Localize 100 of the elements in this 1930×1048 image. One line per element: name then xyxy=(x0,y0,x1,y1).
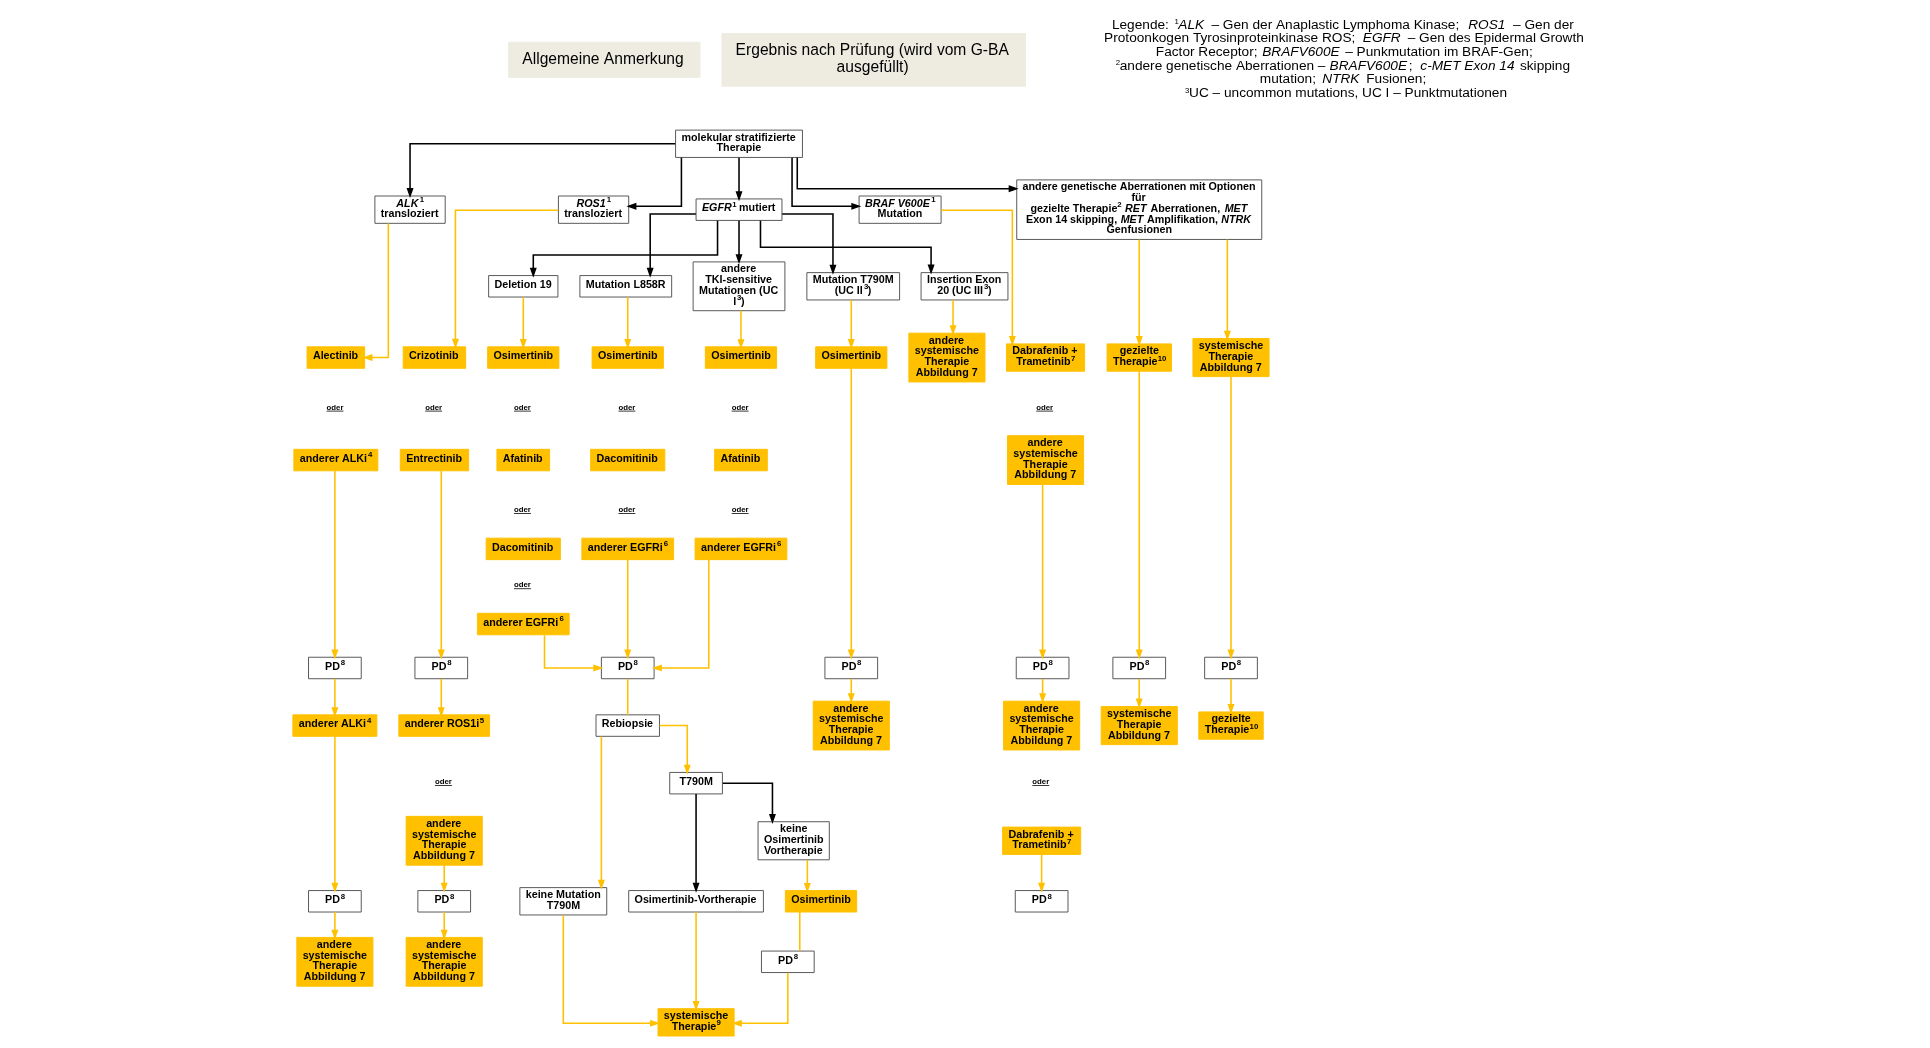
label: oder xyxy=(434,777,452,787)
node-box: andere systemische Therapie Abbildung 7 xyxy=(405,936,483,987)
node-box: systemische Therapie Abbildung 7 xyxy=(1100,706,1178,746)
node-box: systemische Therapie$^{9}$ xyxy=(657,1008,735,1037)
arrow xyxy=(406,143,676,199)
node-box: ALK$^{1}$ transloziert xyxy=(374,195,446,224)
node-box: gezielte Therapie$^{10}$ xyxy=(1106,343,1172,372)
node-box: anderer ALKi$^{4}$ xyxy=(293,448,379,472)
node-box: Deletion 19 xyxy=(488,275,559,298)
node-box: Dabrafenib + Trametinib$^{7}$ xyxy=(1006,343,1086,372)
arrow xyxy=(626,156,683,210)
node-box: PD$^{8}$ xyxy=(824,656,879,680)
arrow xyxy=(1039,483,1047,660)
node-box: gezielte Therapie$^{10}$ xyxy=(1198,711,1264,740)
node-box: anderer ALKi$^{4}$ xyxy=(292,714,378,737)
arrow xyxy=(562,914,661,1027)
arrow xyxy=(1227,678,1235,714)
arrow xyxy=(651,559,710,672)
arrow xyxy=(731,972,789,1027)
arrow xyxy=(437,470,445,660)
arrow xyxy=(624,296,632,349)
arrow xyxy=(331,735,339,893)
label: oder xyxy=(425,402,443,412)
arrow xyxy=(646,213,697,278)
node-box: PD$^{8}$ xyxy=(600,656,655,680)
node-box: Osimertinib xyxy=(815,346,888,369)
node-box: Osimertinib xyxy=(784,890,858,913)
node-box: PD$^{8}$ xyxy=(308,890,362,913)
arrow xyxy=(1227,376,1235,660)
label: oder xyxy=(514,402,531,412)
label: oder xyxy=(731,402,749,412)
node-box: PD$^{8}$ xyxy=(417,890,472,913)
node-box: PD$^{8}$ xyxy=(1015,656,1070,680)
arrow xyxy=(331,678,339,718)
label: Legende: $^{1}$ALK – Gen der Anaplastic Lymphoma Kinase; ROS1 – Gen der Protoonkogen Tyrosinproteinkinase ROS; EGFR – Gen des Epidermal Growth Factor Receptor; BRAFV600E – Punkmutation im BRAF-Gen; $^{2}$andere genetische Aberrationen – BRAFV600E; c-MET Exon 14 skipping mutation; NTRK Fusionen; $^{3}$UC – uncommon mutations, UC I – Punktmutationen xyxy=(1104,16,1584,101)
node-box: andere systemische Therapie Abbildung 7 xyxy=(908,332,986,383)
node-box: Dacomitinib xyxy=(590,448,666,472)
arrow xyxy=(940,209,1016,347)
connector xyxy=(799,911,801,952)
arrow xyxy=(543,634,604,672)
node-box: Entrectinib xyxy=(399,448,470,472)
node-box: PD$^{8}$ xyxy=(1112,656,1167,680)
arrow xyxy=(519,296,527,349)
node-box: andere systemische Therapie Abbildung 7 xyxy=(1006,435,1085,485)
label: Allgemeine Anmerkung xyxy=(522,49,684,67)
label: oder xyxy=(731,505,749,515)
arrow xyxy=(1135,238,1143,347)
arrow xyxy=(1135,370,1143,660)
node-box: anderer EGFRi$^{6}$ xyxy=(694,537,788,561)
node-box: PD$^{8}$ xyxy=(761,950,815,974)
node-box: andere systemische Therapie Abbildung 7 xyxy=(405,815,483,866)
arrow xyxy=(440,864,448,893)
label: oder xyxy=(514,505,531,515)
arrow xyxy=(735,157,743,202)
node-box: andere genetische Aberrationen mit Optionen für gezielte Therapie$^{2}$ RET Aberrationen, MET Exon 14 skipping, MET Amplifikation, NTRK Genfusionen xyxy=(1016,179,1263,240)
arrow xyxy=(331,470,339,660)
node-box: Osimertinib-Vortherapie xyxy=(628,890,764,913)
label: oder xyxy=(1036,402,1054,412)
label: oder xyxy=(618,505,636,515)
node-box: Mutation L858R xyxy=(579,275,673,298)
arrow xyxy=(529,219,719,278)
arrow xyxy=(735,219,743,265)
label: oder xyxy=(326,402,344,412)
node-box: Insertion Exon 20 (UC III$^{3}$) xyxy=(920,272,1009,301)
node-box: Afatinib xyxy=(714,448,768,472)
arrow xyxy=(737,310,745,350)
node-box: PD$^{8}$ xyxy=(1014,890,1069,913)
node-box: Osimertinib xyxy=(704,346,778,369)
node-box: molekular stratifizierte Therapie xyxy=(675,129,803,158)
arrow xyxy=(1223,238,1231,341)
node-box: keine Osimertinib Vortherapie xyxy=(757,821,830,861)
node-box: Osimertinib xyxy=(487,346,560,369)
arrow xyxy=(437,678,445,718)
node-box: keine Mutation T790M xyxy=(519,887,608,916)
node-box: Dacomitinib xyxy=(485,537,561,561)
arrow xyxy=(1038,853,1046,893)
node-box: Crizotinib xyxy=(402,346,467,369)
arrow xyxy=(331,911,339,940)
arrow xyxy=(597,735,605,890)
node-box: anderer ROS1i$^{5}$ xyxy=(398,714,491,737)
node-box: anderer EGFRi$^{6}$ xyxy=(476,612,570,636)
arrow xyxy=(796,156,1019,193)
node-box: T790M xyxy=(669,771,723,795)
node-box: Alectinib xyxy=(306,346,366,369)
arrow xyxy=(624,559,632,660)
node-box: PD$^{8}$ xyxy=(414,656,469,680)
node-box: Afatinib xyxy=(496,448,551,472)
node-box: andere systemische Therapie Abbildung 7 xyxy=(296,936,374,987)
arrow xyxy=(759,219,935,275)
label: oder xyxy=(514,580,531,590)
node-box: anderer EGFRi$^{6}$ xyxy=(581,537,675,561)
node-box: Dabrafenib + Trametinib$^{7}$ xyxy=(1002,826,1082,855)
arrow xyxy=(451,209,560,349)
arrow xyxy=(722,782,776,824)
arrow xyxy=(440,911,448,940)
node-box: EGFR$^{1}$ mutiert xyxy=(695,198,783,221)
arrow xyxy=(847,367,855,660)
arrow xyxy=(362,222,390,362)
arrow xyxy=(847,678,855,704)
node-box: andere TKI-sensitive Mutationen (UC I$^{3}$) xyxy=(692,261,786,312)
